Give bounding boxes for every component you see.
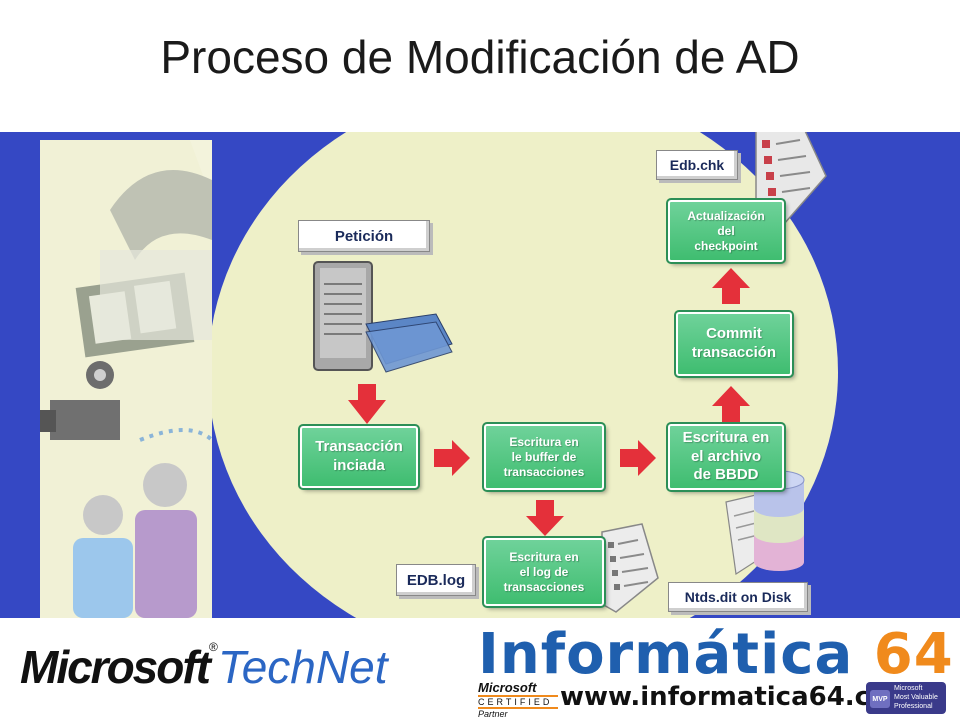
step-buffer-line2: le buffer de	[511, 449, 577, 464]
ms-product: TechNet	[217, 641, 388, 693]
log-document-icon	[601, 523, 659, 613]
mvp-line1: Microsoft	[894, 685, 923, 692]
step-transaccion-line2: inciada	[333, 457, 385, 474]
left-illustration	[40, 140, 212, 618]
informatica-number: 64	[873, 622, 954, 687]
step-log-line2: el log de	[519, 564, 569, 579]
registered-icon: ®	[209, 640, 218, 654]
step-checkpoint: Actualización del checkpoint	[666, 198, 786, 264]
informatica-url[interactable]: www.informatica64.com	[560, 682, 916, 712]
step-buffer: Escritura en le buffer de transacciones	[482, 422, 606, 492]
peticion-label: Petición	[298, 220, 430, 252]
edb-chk-label: Edb.chk	[656, 150, 738, 180]
ms-brand: Microsoft	[20, 641, 211, 693]
step-buffer-line3: transacciones	[503, 464, 585, 479]
step-log-line3: transacciones	[503, 579, 585, 594]
ms-certified-brand: Microsoft	[478, 680, 537, 695]
arrow-buffer-to-log	[526, 500, 564, 536]
projector-icon	[40, 361, 120, 440]
step-transaccion-line1: Transacción	[315, 438, 403, 456]
step-archivo-line1: Escritura en	[682, 428, 770, 446]
step-checkpoint-line3: checkpoint	[694, 238, 758, 253]
step-commit-line1: Commit	[706, 325, 762, 343]
step-archivo: Escritura en el archivo de BBDD	[666, 422, 786, 492]
mvp-line2: Most Valuable	[894, 694, 938, 701]
ms-certified-partner-badge: Microsoft CERTIFIED Partner	[478, 680, 558, 719]
illustration-art	[40, 140, 212, 618]
step-commit: Commit transacción	[674, 310, 794, 378]
ms-certified-partner: Partner	[478, 709, 508, 719]
informatica-text: Informática	[478, 622, 854, 687]
mvp-icon: MVP	[870, 690, 890, 708]
ntds-label: Ntds.dit on Disk	[668, 582, 808, 612]
arrow-commit-to-checkpoint	[712, 268, 750, 304]
step-log: Escritura en el log de transacciones	[482, 536, 606, 608]
slide-title: Proceso de Modificación de AD	[160, 31, 800, 83]
arrow-buffer-to-archivo	[620, 440, 656, 476]
mvp-line3: Professional	[894, 703, 933, 710]
mvp-badge: MVP Microsoft Most Valuable Professional	[866, 682, 946, 714]
diagram-band: Petición Edb.chk EDB.log Ntds.dit on Dis…	[0, 132, 960, 618]
people-icon	[73, 463, 197, 618]
step-buffer-line1: Escritura en	[509, 434, 579, 449]
edb-log-label: EDB.log	[396, 564, 476, 596]
step-commit-line2: transacción	[691, 344, 777, 361]
flow-arrows	[348, 268, 750, 536]
ms-certified-text: CERTIFIED	[478, 695, 558, 709]
server-icon	[313, 261, 453, 373]
arrow-server-to-transaccion	[348, 384, 386, 424]
step-checkpoint-line2: del	[717, 223, 735, 238]
step-archivo-line2: el archivo	[690, 447, 762, 465]
step-transaccion: Transacción inciada	[298, 424, 420, 490]
informatica64-logo: Informática 64	[478, 622, 954, 687]
arrow-archivo-to-commit	[712, 386, 750, 422]
step-archivo-line3: de BBDD	[693, 466, 759, 484]
step-checkpoint-line1: Actualización	[687, 208, 765, 223]
step-log-line1: Escritura en	[509, 549, 579, 564]
microsoft-technet-logo: Microsoft®TechNet	[20, 640, 387, 694]
arrow-transaccion-to-buffer	[434, 440, 470, 476]
